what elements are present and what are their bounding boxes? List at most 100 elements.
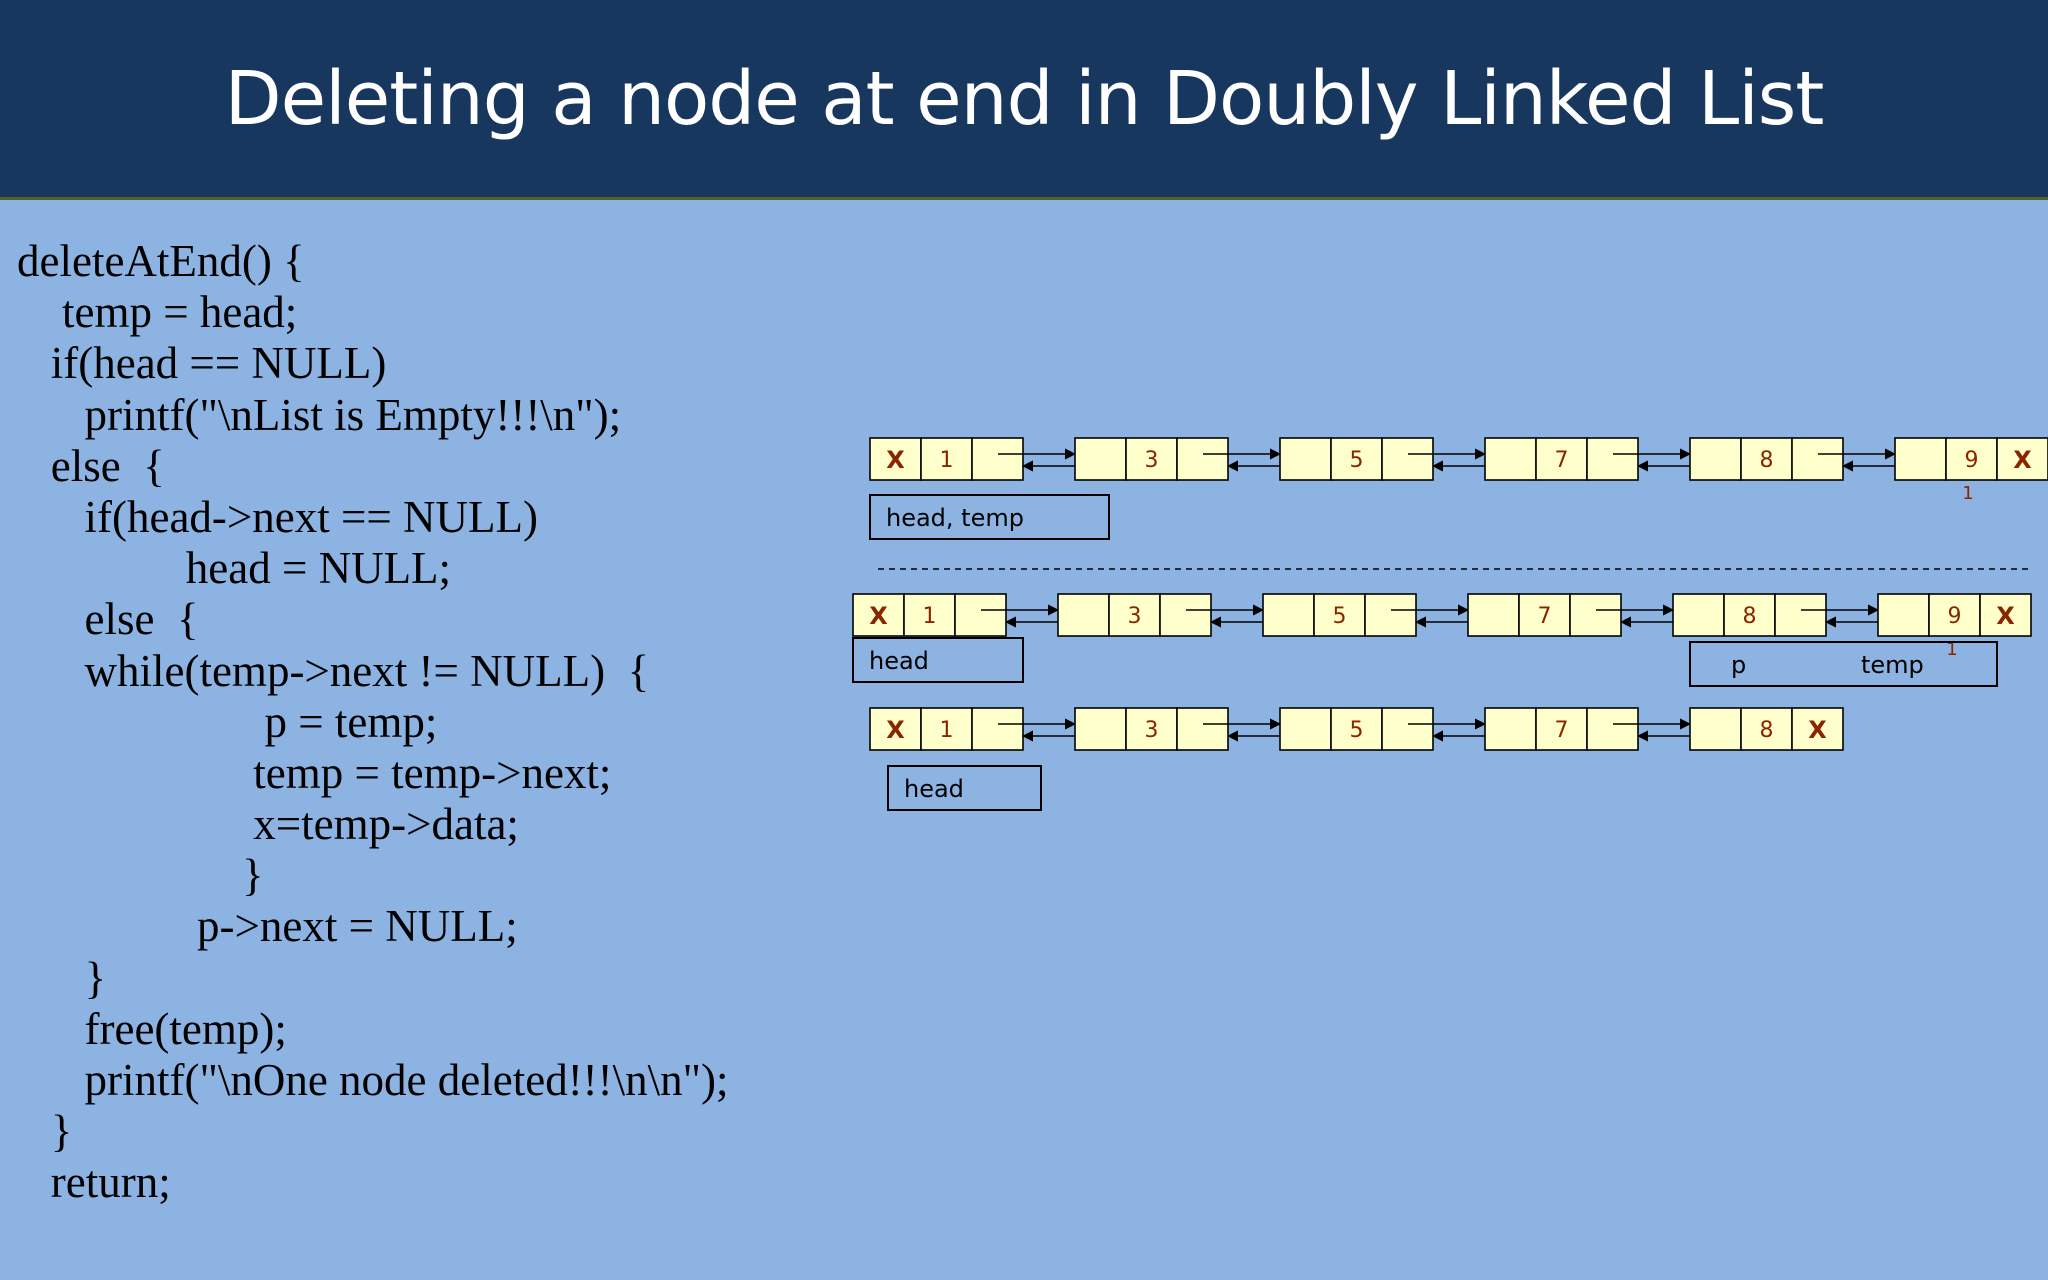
node-cell bbox=[1467, 593, 1520, 637]
node-value: 3 bbox=[1145, 718, 1159, 743]
node-value: 7 bbox=[1555, 448, 1569, 473]
pointer-label-head: head bbox=[904, 775, 964, 803]
node-cell bbox=[1774, 593, 1827, 637]
code-line: while(temp->next != NULL) { bbox=[17, 645, 650, 696]
node-cell bbox=[1791, 707, 1844, 751]
node-cell bbox=[1074, 437, 1127, 481]
node-cell bbox=[1159, 593, 1212, 637]
code-line: else { bbox=[17, 440, 165, 491]
title-bar: Deleting a node at end in Doubly Linked … bbox=[0, 0, 2048, 200]
null-prev-marker: X bbox=[886, 446, 905, 474]
node-cell bbox=[1894, 437, 1947, 481]
node-cell bbox=[1928, 593, 1981, 637]
pointer-label-box bbox=[887, 765, 1042, 811]
node-cell bbox=[1535, 437, 1588, 481]
node-cell bbox=[971, 437, 1024, 481]
node-value: 8 bbox=[1743, 604, 1757, 629]
null-prev-marker: X bbox=[869, 602, 888, 630]
node-cell bbox=[1689, 707, 1742, 751]
node-cell bbox=[1313, 593, 1366, 637]
node-value: 1 bbox=[940, 448, 954, 473]
node-value: 8 bbox=[1760, 718, 1774, 743]
code-line: deleteAtEnd() { bbox=[17, 236, 305, 286]
null-next-marker: X bbox=[1808, 716, 1827, 744]
address-note: 1 bbox=[1946, 639, 1957, 660]
node-cell bbox=[920, 707, 973, 751]
node-value: 5 bbox=[1333, 604, 1347, 629]
code-line: free(temp); bbox=[17, 1003, 287, 1054]
null-next-marker: X bbox=[2013, 446, 2032, 474]
pointer-label-box bbox=[1689, 641, 1998, 687]
node-value: 9 bbox=[1965, 448, 1979, 473]
code-line: else { bbox=[17, 594, 199, 645]
node-cell bbox=[1535, 707, 1588, 751]
node-cell bbox=[1330, 437, 1383, 481]
pointer-label-head: head bbox=[869, 647, 929, 675]
pointer-label-head-temp: head, temp bbox=[886, 504, 1024, 532]
node-cell bbox=[1176, 437, 1229, 481]
node-cell bbox=[1979, 593, 2032, 637]
code-line: } bbox=[17, 850, 264, 901]
node-cell bbox=[1877, 593, 1930, 637]
node-value: 5 bbox=[1350, 448, 1364, 473]
node-value: 3 bbox=[1145, 448, 1159, 473]
node-cell bbox=[1484, 437, 1537, 481]
node-cell bbox=[1381, 707, 1434, 751]
node-value: 1 bbox=[940, 718, 954, 743]
code-line: } bbox=[17, 1106, 73, 1157]
node-cell bbox=[1740, 437, 1793, 481]
node-cell bbox=[1364, 593, 1417, 637]
pointer-label-p: p bbox=[1731, 651, 1746, 679]
node-value: 3 bbox=[1128, 604, 1142, 629]
null-prev-marker: X bbox=[886, 716, 905, 744]
node-cell bbox=[1586, 437, 1639, 481]
code-line: } bbox=[17, 952, 107, 1003]
node-cell bbox=[1125, 437, 1178, 481]
node-cell bbox=[954, 593, 1007, 637]
code-line: temp = head; bbox=[17, 287, 298, 338]
node-cell bbox=[1262, 593, 1315, 637]
code-line: printf("\nList is Empty!!!\n"); bbox=[17, 389, 622, 440]
node-value: 7 bbox=[1538, 604, 1552, 629]
code-line: head = NULL; bbox=[17, 543, 452, 594]
code-line: p = temp; bbox=[17, 696, 438, 747]
node-cell bbox=[971, 707, 1024, 751]
code-line: p->next = NULL; bbox=[17, 901, 518, 952]
node-cell bbox=[1996, 437, 2048, 481]
node-cell bbox=[1586, 707, 1639, 751]
slide-title: Deleting a node at end in Doubly Linked … bbox=[224, 55, 1825, 142]
node-cell bbox=[1074, 707, 1127, 751]
code-line: if(head == NULL) bbox=[17, 338, 387, 389]
code-block: deleteAtEnd() { temp = head; if(head == … bbox=[17, 236, 729, 1209]
node-cell bbox=[869, 437, 922, 481]
code-line: x=temp->data; bbox=[17, 799, 519, 850]
node-cell bbox=[869, 707, 922, 751]
node-cell bbox=[1689, 437, 1742, 481]
node-cell bbox=[1279, 437, 1332, 481]
pointer-label-box bbox=[852, 637, 1024, 683]
code-line: printf("\nOne node deleted!!!\n\n"); bbox=[17, 1055, 729, 1105]
node-cell bbox=[1945, 437, 1998, 481]
node-cell bbox=[1057, 593, 1110, 637]
node-cell bbox=[1672, 593, 1725, 637]
node-cell bbox=[852, 593, 905, 637]
node-cell bbox=[1569, 593, 1622, 637]
node-cell bbox=[1279, 707, 1332, 751]
node-value: 5 bbox=[1350, 718, 1364, 743]
node-cell bbox=[1125, 707, 1178, 751]
node-value: 1 bbox=[923, 604, 937, 629]
node-value: 7 bbox=[1555, 718, 1569, 743]
node-cell bbox=[1176, 707, 1229, 751]
node-cell bbox=[1381, 437, 1434, 481]
node-value: 8 bbox=[1760, 448, 1774, 473]
address-note: 1 bbox=[1962, 483, 1973, 504]
node-cell bbox=[903, 593, 956, 637]
node-value: 9 bbox=[1948, 604, 1962, 629]
node-cell bbox=[1484, 707, 1537, 751]
pointer-label-box bbox=[869, 494, 1110, 540]
code-line: return; bbox=[17, 1157, 171, 1208]
node-cell bbox=[1791, 437, 1844, 481]
pointer-label-temp: temp bbox=[1861, 651, 1924, 679]
code-line: temp = temp->next; bbox=[17, 747, 612, 798]
